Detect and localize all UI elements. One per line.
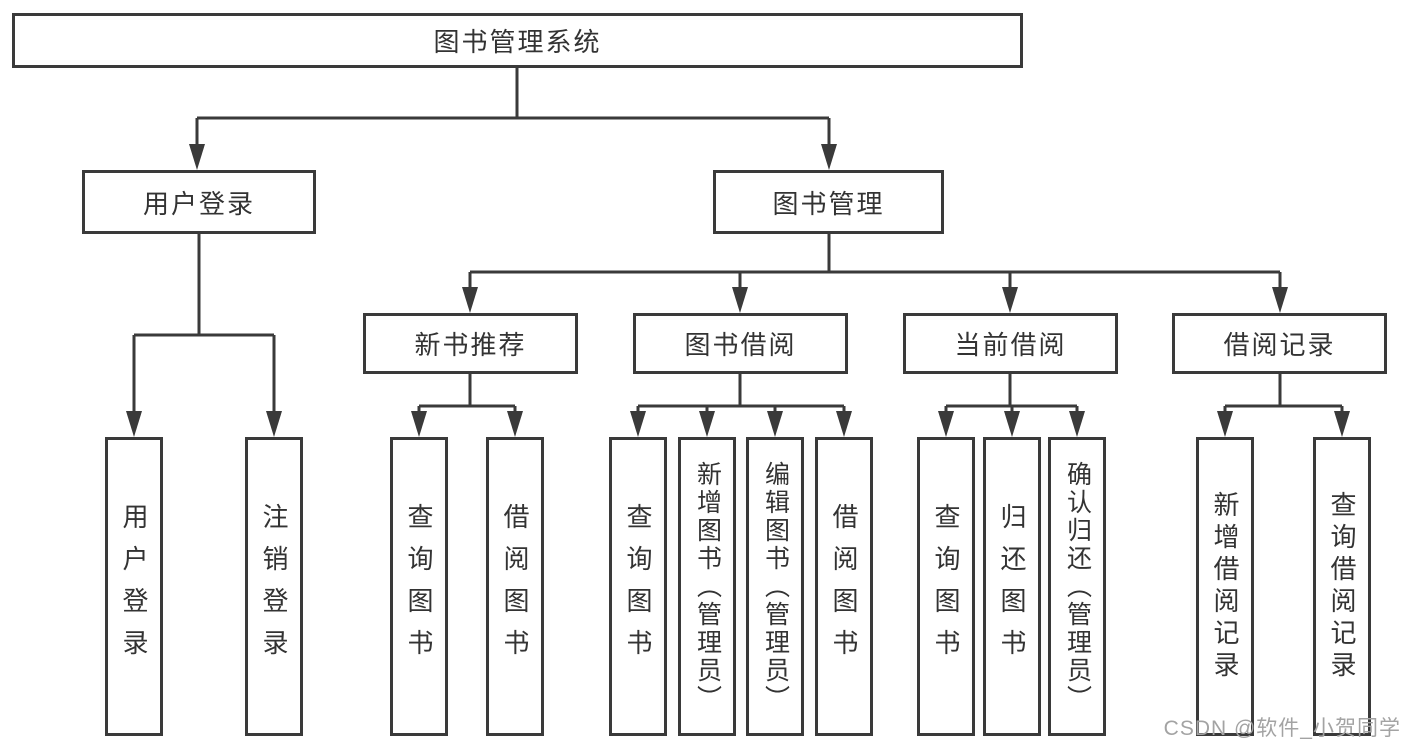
node-new-book-recommend: 新书推荐	[363, 313, 578, 374]
leaf-add-book-admin-label: 新增图书（管理员）	[693, 460, 722, 713]
node-book-management-label: 图书管理	[772, 188, 885, 219]
arrowhead-icon	[1217, 411, 1233, 437]
leaf-return-book: 归还图书	[983, 437, 1041, 736]
leaf-confirm-return-admin-label: 确认归还（管理员）	[1063, 460, 1092, 713]
arrowhead-icon	[630, 411, 646, 437]
leaf-query-borrow-record-label: 查询借阅记录	[1327, 490, 1357, 683]
node-book-borrow: 图书借阅	[633, 313, 848, 374]
leaf-user-login: 用户登录	[105, 437, 163, 736]
arrowhead-icon	[1004, 411, 1020, 437]
node-borrow-record-label: 借阅记录	[1223, 330, 1336, 360]
arrowhead-icon	[699, 411, 715, 437]
leaf-query-book-recommend-label: 查询图书	[404, 502, 434, 671]
leaf-edit-book-admin: 编辑图书（管理员）	[746, 437, 804, 736]
arrowhead-icon	[1069, 411, 1085, 437]
connectors-book-management	[468, 234, 1282, 295]
connectors-book-borrow	[636, 374, 846, 419]
arrowhead-icon	[126, 411, 142, 437]
leaf-borrow-book: 借阅图书	[815, 437, 873, 736]
leaf-query-book-borrow: 查询图书	[609, 437, 667, 736]
arrowhead-icon	[767, 411, 783, 437]
node-current-borrow: 当前借阅	[903, 313, 1118, 374]
arrowhead-icon	[1002, 287, 1018, 313]
leaf-query-book-borrow-label: 查询图书	[623, 502, 653, 671]
leaf-query-book-current: 查询图书	[917, 437, 975, 736]
leaf-logout-label: 注销登录	[259, 502, 289, 671]
arrowhead-icon	[189, 144, 205, 170]
node-current-borrow-label: 当前借阅	[954, 330, 1067, 360]
connectors-borrow-record	[1223, 374, 1344, 419]
leaf-add-borrow-record: 新增借阅记录	[1196, 437, 1254, 736]
leaf-query-book-recommend: 查询图书	[390, 437, 448, 736]
leaf-user-login-label: 用户登录	[119, 502, 149, 671]
leaf-add-book-admin: 新增图书（管理员）	[678, 437, 736, 736]
arrowheads	[126, 144, 1350, 437]
arrowhead-icon	[462, 287, 478, 313]
node-book-borrow-label: 图书借阅	[684, 330, 797, 360]
arrowhead-icon	[821, 144, 837, 170]
leaf-query-book-current-label: 查询图书	[931, 502, 961, 671]
node-user-login-label: 用户登录	[142, 188, 255, 219]
connectors-root	[195, 68, 831, 152]
arrowhead-icon	[1334, 411, 1350, 437]
arrowhead-icon	[507, 411, 523, 437]
node-new-book-recommend-label: 新书推荐	[414, 330, 527, 360]
node-system-root: 图书管理系统	[12, 13, 1023, 68]
leaf-query-borrow-record: 查询借阅记录	[1313, 437, 1371, 736]
watermark: CSDN @软件_小贺同学	[1163, 717, 1401, 740]
leaf-borrow-book-label: 借阅图书	[829, 502, 859, 671]
arrowhead-icon	[732, 287, 748, 313]
arrowhead-icon	[411, 411, 427, 437]
connectors-user-login	[132, 234, 276, 419]
leaf-edit-book-admin-label: 编辑图书（管理员）	[761, 460, 790, 713]
arrowhead-icon	[1272, 287, 1288, 313]
leaf-return-book-label: 归还图书	[997, 502, 1027, 671]
arrowhead-icon	[938, 411, 954, 437]
arrowhead-icon	[836, 411, 852, 437]
node-user-login: 用户登录	[82, 170, 316, 234]
node-book-management: 图书管理	[713, 170, 944, 234]
leaf-borrow-book-recommend: 借阅图书	[486, 437, 544, 736]
connectors-new-book	[417, 374, 517, 419]
leaf-add-borrow-record-label: 新增借阅记录	[1210, 490, 1240, 683]
arrowhead-icon	[266, 411, 282, 437]
node-borrow-record: 借阅记录	[1172, 313, 1387, 374]
leaf-confirm-return-admin: 确认归还（管理员）	[1048, 437, 1106, 736]
node-system-root-label: 图书管理系统	[433, 27, 602, 57]
leaf-borrow-book-recommend-label: 借阅图书	[500, 502, 530, 671]
leaf-logout: 注销登录	[245, 437, 303, 736]
